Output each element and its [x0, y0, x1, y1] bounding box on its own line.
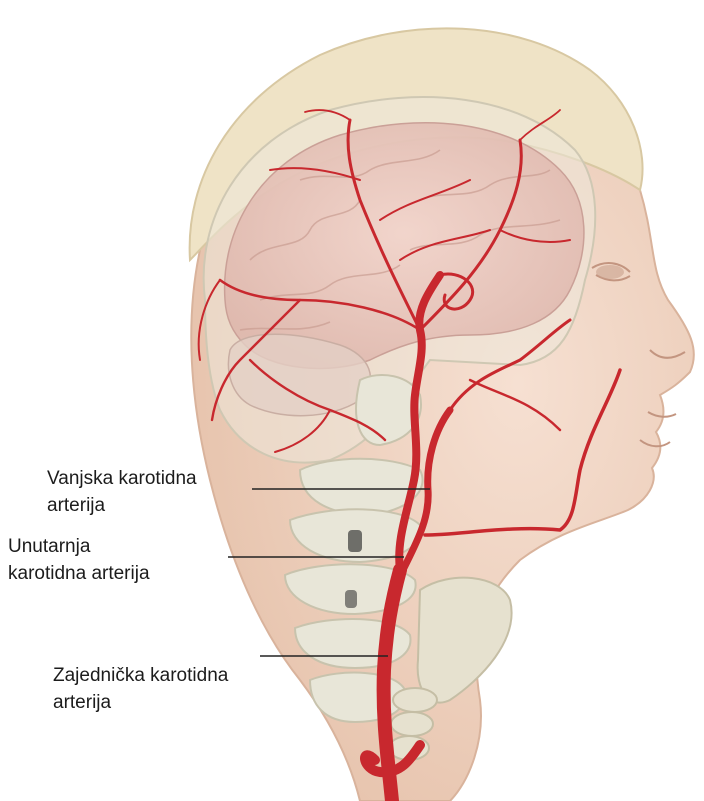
label-internal-carotid-artery: Unutarnja karotidna arterija — [8, 533, 150, 587]
vertebral-gap — [348, 530, 362, 552]
label-line: arterija — [47, 492, 197, 519]
label-line: Vanjska karotidna — [47, 465, 197, 492]
label-line: Unutarnja — [8, 533, 150, 560]
eye — [596, 265, 624, 279]
label-line: karotidna arterija — [8, 560, 150, 587]
label-line: arterija — [53, 689, 228, 716]
label-line: Zajednička karotidna — [53, 662, 228, 689]
larynx — [418, 578, 512, 703]
label-external-carotid-artery: Vanjska karotidna arterija — [47, 465, 197, 519]
label-common-carotid-artery: Zajednička karotidna arterija — [53, 662, 228, 716]
vertebral-gap — [345, 590, 357, 608]
